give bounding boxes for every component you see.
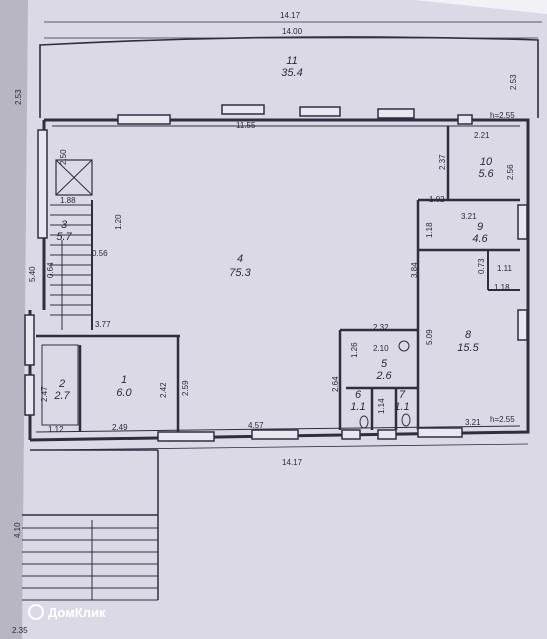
room-area: 4.6	[472, 233, 488, 245]
dim-label: 5.40	[28, 266, 37, 282]
room-number: 7	[399, 389, 406, 401]
dim-label: 2.64	[331, 376, 340, 392]
bathroom-fixtures	[359, 340, 411, 429]
room-area: 5.7	[56, 231, 72, 243]
windows	[24, 104, 528, 442]
room-number: 5	[381, 358, 388, 370]
dim-label: 3.21	[461, 212, 477, 221]
dim-label: 3.77	[95, 320, 111, 329]
dim-label: 1.11	[497, 264, 513, 273]
dim-label: 14.17	[280, 11, 301, 20]
dim-label: 1.12	[48, 425, 64, 434]
dim-label: 1.02	[429, 195, 445, 204]
watermark-text: ДомКлик	[48, 605, 106, 620]
dimension-labels: 14.17 14.00 14.17 11.55 h=2.55 2.21 1.02…	[12, 11, 518, 635]
dim-label: 2.59	[181, 380, 190, 396]
room-number: 3	[61, 219, 68, 231]
room-area: 15.5	[457, 342, 479, 354]
dim-label: h=2.55	[490, 111, 515, 120]
room-area: 75.3	[229, 267, 251, 279]
room-area: 6.0	[116, 387, 132, 399]
dim-label: 0.64	[46, 262, 55, 278]
dim-label: 1.14	[377, 398, 386, 414]
dim-label: 2.32	[373, 323, 389, 332]
room-number: 4	[237, 253, 243, 265]
dim-label: 1.18	[494, 283, 510, 292]
dim-label: 0.73	[477, 258, 486, 274]
paper-edge-shadow	[0, 0, 28, 639]
room-area: 1.1	[350, 401, 365, 413]
room-labels: 11 35.4 10 5.6 9 4.6 4 75.3 3 5.7 8 15.5…	[53, 55, 494, 413]
dim-label: 2.47	[40, 386, 49, 402]
dim-label: 2.49	[112, 423, 128, 432]
room-area: 5.6	[478, 168, 494, 180]
dim-label: 5.09	[425, 329, 434, 345]
dim-label: 1.18	[425, 222, 434, 238]
room-area: 35.4	[281, 67, 302, 79]
dim-label: h=2.55	[490, 415, 515, 424]
dim-label: 14.17	[282, 458, 303, 467]
dim-label: 2.21	[474, 131, 490, 140]
room-number: 2	[58, 378, 65, 390]
dim-label: 3.84	[410, 262, 419, 278]
walls	[22, 21, 542, 601]
dim-label: 0.56	[92, 249, 108, 258]
dim-label: 2.10	[373, 344, 389, 353]
dim-label: 4.10	[13, 522, 22, 538]
glare-area	[415, 0, 547, 14]
watermark: ДомКлик	[28, 604, 106, 620]
dim-label: 1.26	[350, 342, 359, 358]
dim-label: 11.55	[236, 121, 256, 130]
room-area: 1.1	[394, 401, 409, 413]
dim-label: 2.42	[159, 382, 168, 398]
room-number: 10	[480, 156, 493, 168]
dim-label: 3.21	[465, 418, 481, 427]
room-number: 8	[465, 329, 472, 341]
dim-label: 4.57	[248, 421, 264, 430]
watermark-logo-icon	[28, 604, 44, 620]
dim-label: 2.56	[506, 164, 515, 180]
dim-label: 2.35	[12, 626, 28, 635]
room-area: 2.7	[53, 390, 70, 402]
dim-label: 2.50	[59, 149, 68, 165]
room-number: 11	[286, 55, 297, 67]
dim-label: 2.37	[438, 154, 447, 170]
dim-label: 14.00	[282, 27, 303, 36]
dim-label: 1.88	[60, 196, 76, 205]
dim-label: 2.53	[509, 74, 518, 90]
room-area: 2.6	[375, 370, 392, 382]
room-number: 9	[477, 221, 483, 233]
dim-label: 1.20	[114, 214, 123, 230]
room-number: 1	[121, 374, 127, 386]
room-number: 6	[355, 389, 362, 401]
dim-label: 2.53	[14, 89, 23, 105]
